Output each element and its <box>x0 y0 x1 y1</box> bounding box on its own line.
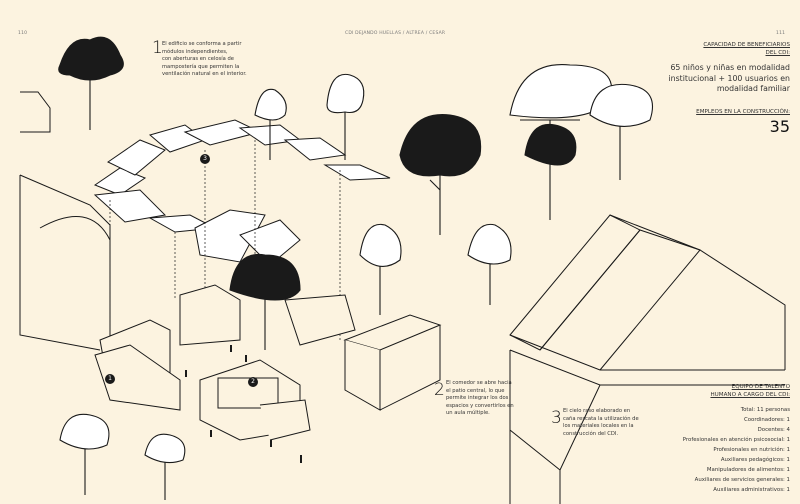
tree <box>399 113 482 235</box>
capacity-heading: DEL CDI: <box>765 50 790 56</box>
note-line: El comedor se abre hacia <box>446 380 512 386</box>
marker-3: 3 <box>200 154 210 164</box>
team-section: EQUIPO DE TALENTO HUMANO A CARGO DEL CDI… <box>683 383 790 495</box>
tree <box>467 223 512 305</box>
note-line: construcción del CDI. <box>563 430 619 437</box>
running-header: CDI DEJANDO HUELLAS / ALTREA / CESAR <box>345 31 446 36</box>
page-number-right: 111 <box>776 31 786 36</box>
team-line: Total: 11 personas <box>740 407 790 413</box>
jobs-heading: EMPLEOS EN LA CONSTRUCCIÓN: <box>696 109 790 115</box>
tree <box>326 73 365 160</box>
note-line: ventilación natural en el interior. <box>162 71 247 78</box>
team-line: Docentes: 4 <box>757 427 790 433</box>
tree <box>58 36 124 130</box>
tree <box>144 433 186 500</box>
tree <box>589 83 654 180</box>
note-line: con aberturas en celosía de <box>162 56 234 63</box>
jobs-value: 35 <box>769 117 790 136</box>
building-complex <box>94 284 356 441</box>
note-line: los materiales locales en la <box>563 423 634 430</box>
page-number-left: 110 <box>18 31 28 36</box>
team-line: Coordinadores: 1 <box>743 417 790 423</box>
capacity-line: institucional + 100 usuarios en <box>668 73 791 83</box>
note-line: espacios y convertirlos en <box>446 402 514 409</box>
team-line: Auxiliares administrativos: 1 <box>713 487 790 493</box>
note-line: El cielo raso elaborado en <box>563 408 631 414</box>
team-line: Profesionales en nutrición: 1 <box>713 447 790 453</box>
team-line: Manipuladores de alimentos: 1 <box>706 467 790 473</box>
note-line: módulos independientes, <box>162 48 228 55</box>
tree <box>59 413 110 495</box>
capacity-line: 65 niños y niñas en modalidad <box>670 63 790 72</box>
team-heading: EQUIPO DE TALENTO <box>731 384 790 390</box>
trees <box>58 36 654 500</box>
team-line: Auxiliares de servicios generales: 1 <box>694 477 790 483</box>
tree <box>254 88 287 160</box>
note-number: 1 <box>152 38 163 58</box>
left-house-outline <box>19 91 111 351</box>
note-line: el patio central, lo que <box>446 387 505 394</box>
large-gabled-building <box>509 214 786 504</box>
team-line: Profesionales en atención psicosocial: 1 <box>682 437 790 443</box>
marker-1: 1 <box>105 374 115 384</box>
note-number: 2 <box>434 380 445 400</box>
small-gabled-house <box>343 314 442 411</box>
tree <box>229 253 301 350</box>
note-line: El edificio se conforma a partir <box>162 41 242 47</box>
capacity-section: CAPACIDAD DE BENEFICIARIOS DEL CDI: 65 n… <box>669 41 791 95</box>
note-line: mampostería que permiten la <box>162 63 240 70</box>
marker-2: 2 <box>248 377 258 387</box>
tree <box>509 64 613 160</box>
tree <box>359 223 402 315</box>
floating-roof-modules <box>93 119 391 266</box>
capacity-line: modalidad familiar <box>716 84 790 93</box>
note-line: un aula múltiple. <box>446 410 490 417</box>
note-number: 3 <box>551 408 562 428</box>
team-line: Auxiliares pedagógicos: 1 <box>720 457 790 463</box>
jobs-section: EMPLEOS EN LA CONSTRUCCIÓN: 35 <box>696 108 790 138</box>
note-line: permite integrar los dos <box>446 395 509 402</box>
note-line: caña rescata la utilización de <box>563 415 639 422</box>
capacity-heading: CAPACIDAD DE BENEFICIARIOS <box>703 42 790 48</box>
people <box>185 345 302 463</box>
team-heading: HUMANO A CARGO DEL CDI: <box>710 392 790 398</box>
